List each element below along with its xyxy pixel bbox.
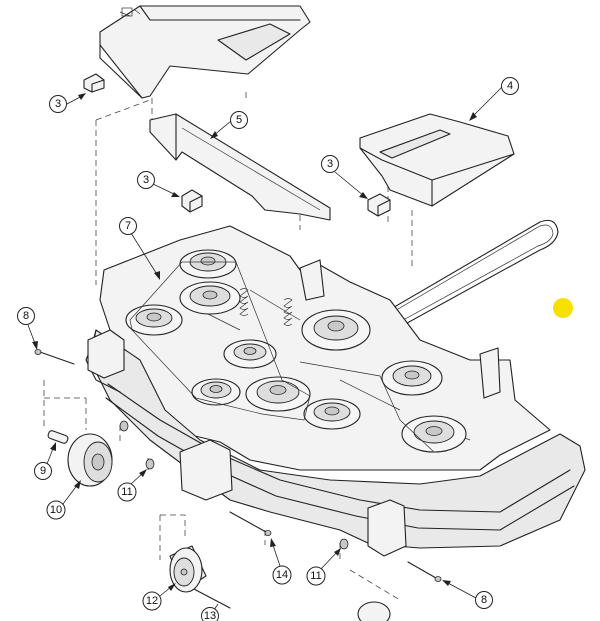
pulley [191,378,241,406]
deck-cover-shield [99,5,311,99]
tension-spring [239,288,249,316]
callout-label: 10 [50,504,62,516]
pulley [381,360,443,396]
pulley [401,415,467,453]
callout-label: 3 [143,174,149,186]
callout-label: 3 [327,158,333,170]
callout-9: 9 [34,442,56,480]
deck-belt [129,261,435,453]
callout-label: 4 [507,80,513,92]
baffle-part [149,113,331,221]
callout-8: 8 [17,307,38,350]
bolt-part [407,561,442,582]
pin-part [47,430,69,444]
pulley [245,376,311,412]
callout-label: 13 [204,610,216,621]
callout-3: 3 [137,171,180,197]
callout-label: 11 [121,486,132,498]
pulley [179,249,237,279]
callout-12: 12 [142,583,176,611]
bushing-part [119,420,129,432]
callout-8: 8 [442,580,493,609]
callout-14: 14 [270,538,292,585]
assembly-guide-lines [43,92,413,601]
knob-part [181,189,203,213]
drive-belt [299,219,559,373]
callout-11: 11 [306,548,341,586]
pulley [179,281,241,315]
callout-label: 7 [125,220,131,232]
pulley [125,304,183,336]
callout-label: 3 [55,98,61,110]
knob-part [367,193,391,217]
callout-label: 8 [481,594,487,606]
bolt-part [34,349,75,365]
callout-label: 14 [276,569,288,581]
callout-label: 12 [146,595,158,607]
belt-cover-part [359,113,515,207]
callout-label: 11 [310,570,321,582]
bolt-part [191,587,231,609]
callout-7: 7 [119,217,160,280]
pulley [223,339,277,369]
deck-wheel [169,545,207,593]
callout-3: 3 [49,93,86,113]
callout-label: 9 [40,465,46,477]
pulley [301,309,371,351]
callout-label: 5 [236,114,242,126]
callout-label: 8 [23,310,29,322]
deck-wheel [67,433,113,487]
bushing-part [145,458,155,470]
callout-3: 3 [321,155,368,199]
callout-4: 4 [469,77,519,121]
mower-deck [85,225,586,557]
pulley [303,398,361,430]
bushing-part [339,538,349,550]
highlight-marker [553,298,573,318]
callout-11: 11 [117,469,147,502]
callout-5: 5 [210,111,248,139]
knob-part [83,73,105,93]
callout-10: 10 [46,480,81,520]
bolt-part [229,511,272,536]
callout-13: 13 [201,603,219,621]
tension-spring [283,298,293,326]
deck-wheel [357,601,391,621]
